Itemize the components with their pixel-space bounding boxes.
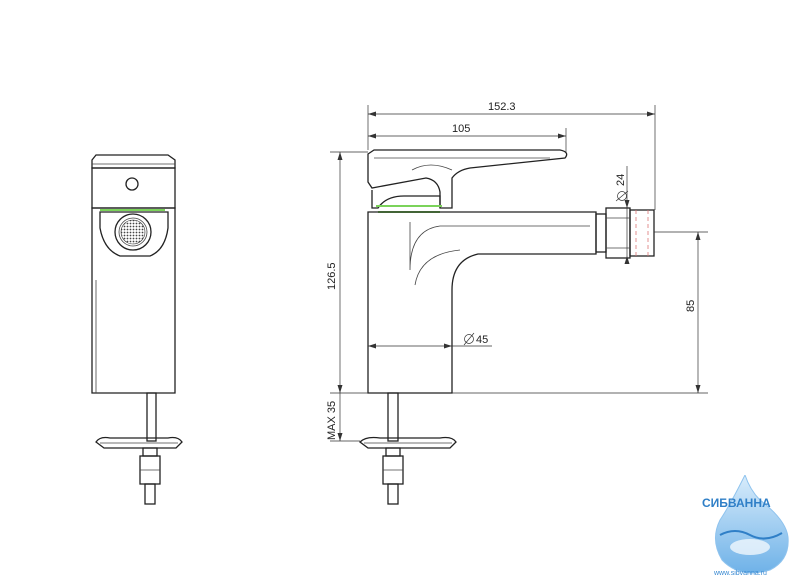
water-drop-icon <box>715 475 789 574</box>
dim-height: 126.5 <box>326 262 338 290</box>
dimension-lines <box>330 105 708 442</box>
dim-overall-length: 152.3 <box>488 101 516 113</box>
sibvanna-logo: СИБВАННА www.sibvanna.ru <box>702 475 789 577</box>
dim-lever-length: 105 <box>452 123 470 135</box>
logo-url: www.sibvanna.ru <box>713 570 767 577</box>
front-view <box>91 154 183 505</box>
side-view <box>359 149 655 505</box>
dim-max-mount: MAX 35 <box>326 401 338 440</box>
aerator-mesh-icon <box>120 219 146 245</box>
logo-brand: СИБВАННА <box>702 496 771 510</box>
dim-aerator-diameter: 24 <box>615 174 627 186</box>
dim-body-diameter: 45 <box>476 334 488 346</box>
dim-outlet-height: 85 <box>685 300 697 312</box>
